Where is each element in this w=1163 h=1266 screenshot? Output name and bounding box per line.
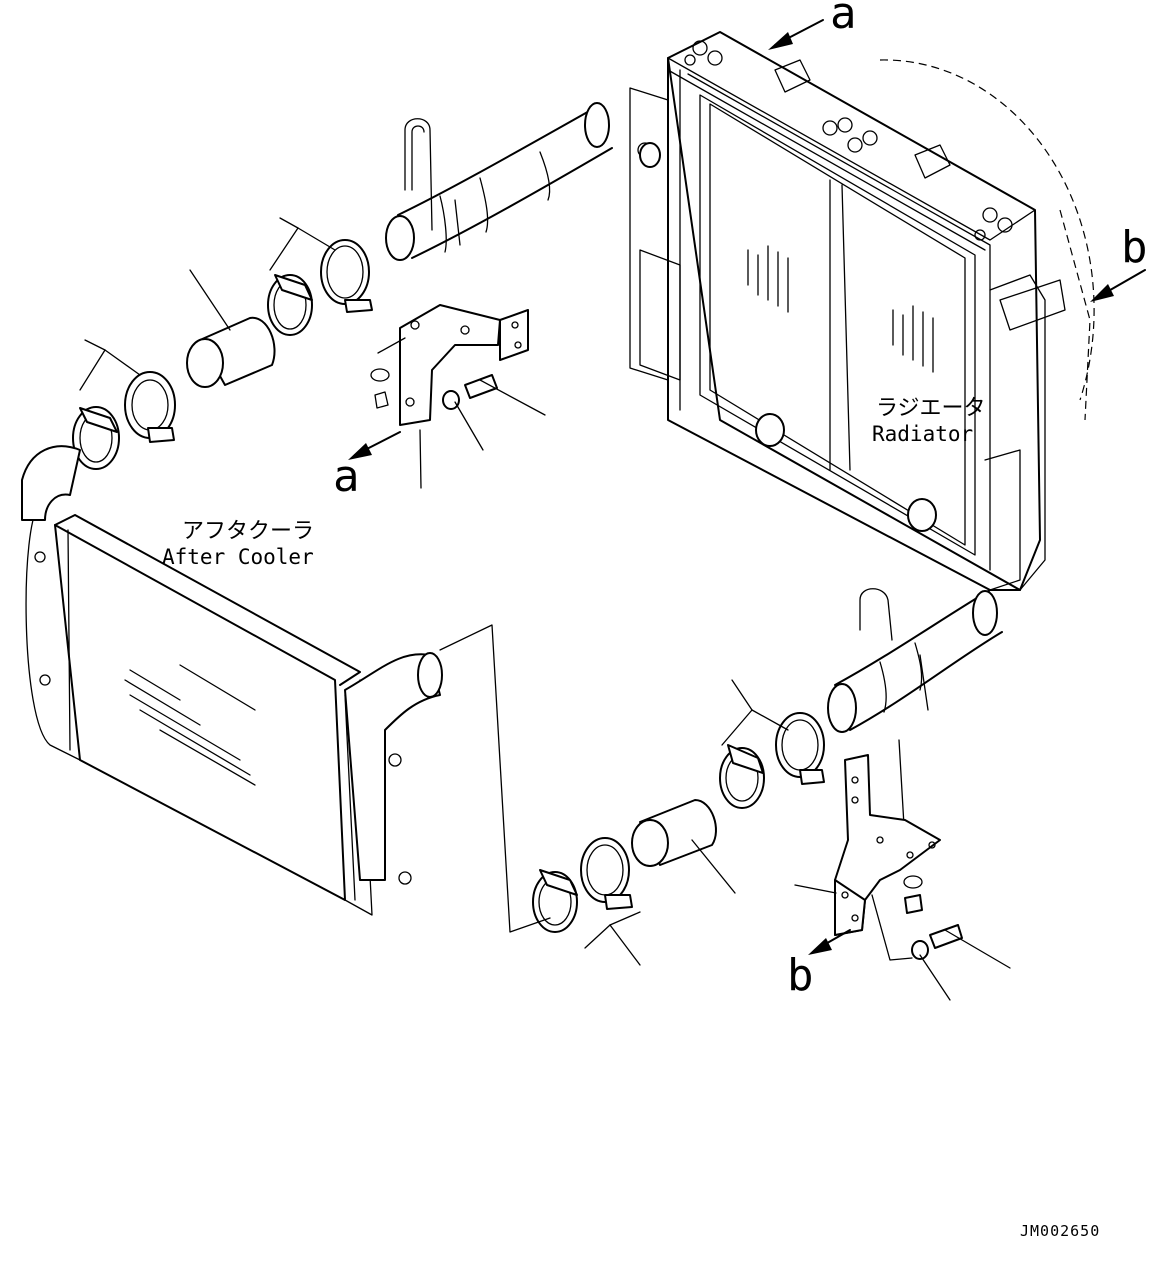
upper-hose — [186, 269, 276, 388]
lower-hose — [631, 799, 736, 894]
drawing-number: JM002650 — [1020, 1222, 1100, 1240]
lower-left-hose-clamps-2 — [439, 624, 641, 966]
after-cooler — [21, 445, 443, 916]
arrow-a-top — [768, 19, 824, 50]
callout-a-bracket: a — [333, 451, 360, 502]
callout-a-top: a — [830, 0, 857, 39]
after-cooler-label-jp: アフタクーラ — [182, 519, 314, 544]
arrow-a-bracket — [348, 431, 401, 460]
lower-left-hose-clamps — [72, 339, 176, 470]
arrow-b-right — [1090, 269, 1146, 302]
upper-bracket — [370, 304, 546, 489]
upper-hose-clamps — [267, 217, 373, 336]
lower-bracket — [794, 754, 1011, 1001]
lower-intake-pipe — [827, 588, 1003, 861]
upper-intake-pipe — [385, 102, 613, 261]
radiator — [629, 31, 1095, 591]
callout-b-right: b — [1121, 222, 1148, 273]
lower-right-hose-clamps — [719, 679, 825, 809]
radiator-label-jp: ラジエータ — [876, 396, 986, 421]
callout-b-bracket: b — [787, 950, 814, 1001]
after-cooler-label-en: After Cooler — [162, 545, 314, 569]
radiator-label-en: Radiator — [872, 422, 973, 446]
arrow-b-bracket — [808, 929, 851, 955]
